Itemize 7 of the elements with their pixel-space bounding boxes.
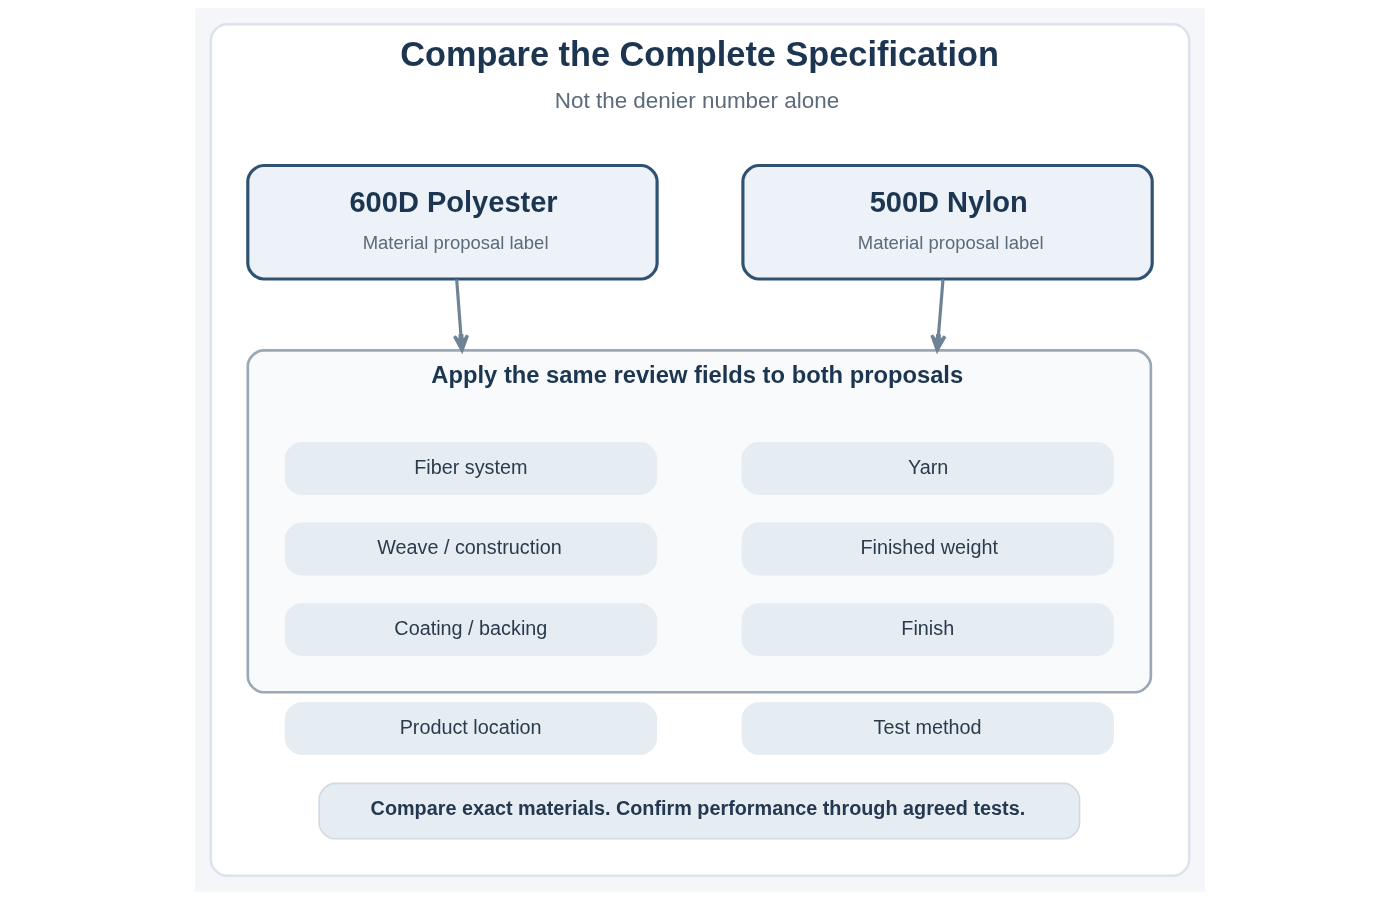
arrow xyxy=(930,279,947,352)
node-box: 600D Polyester Material proposal label xyxy=(246,163,659,281)
node-box: Compare exact materials. Confirm performance through agreed tests. xyxy=(318,782,1081,840)
node-box: 500D Nylon Material proposal label xyxy=(741,163,1154,281)
node-box: Product location xyxy=(284,702,658,755)
arrow xyxy=(452,279,470,352)
node-box: Test method xyxy=(741,702,1114,755)
